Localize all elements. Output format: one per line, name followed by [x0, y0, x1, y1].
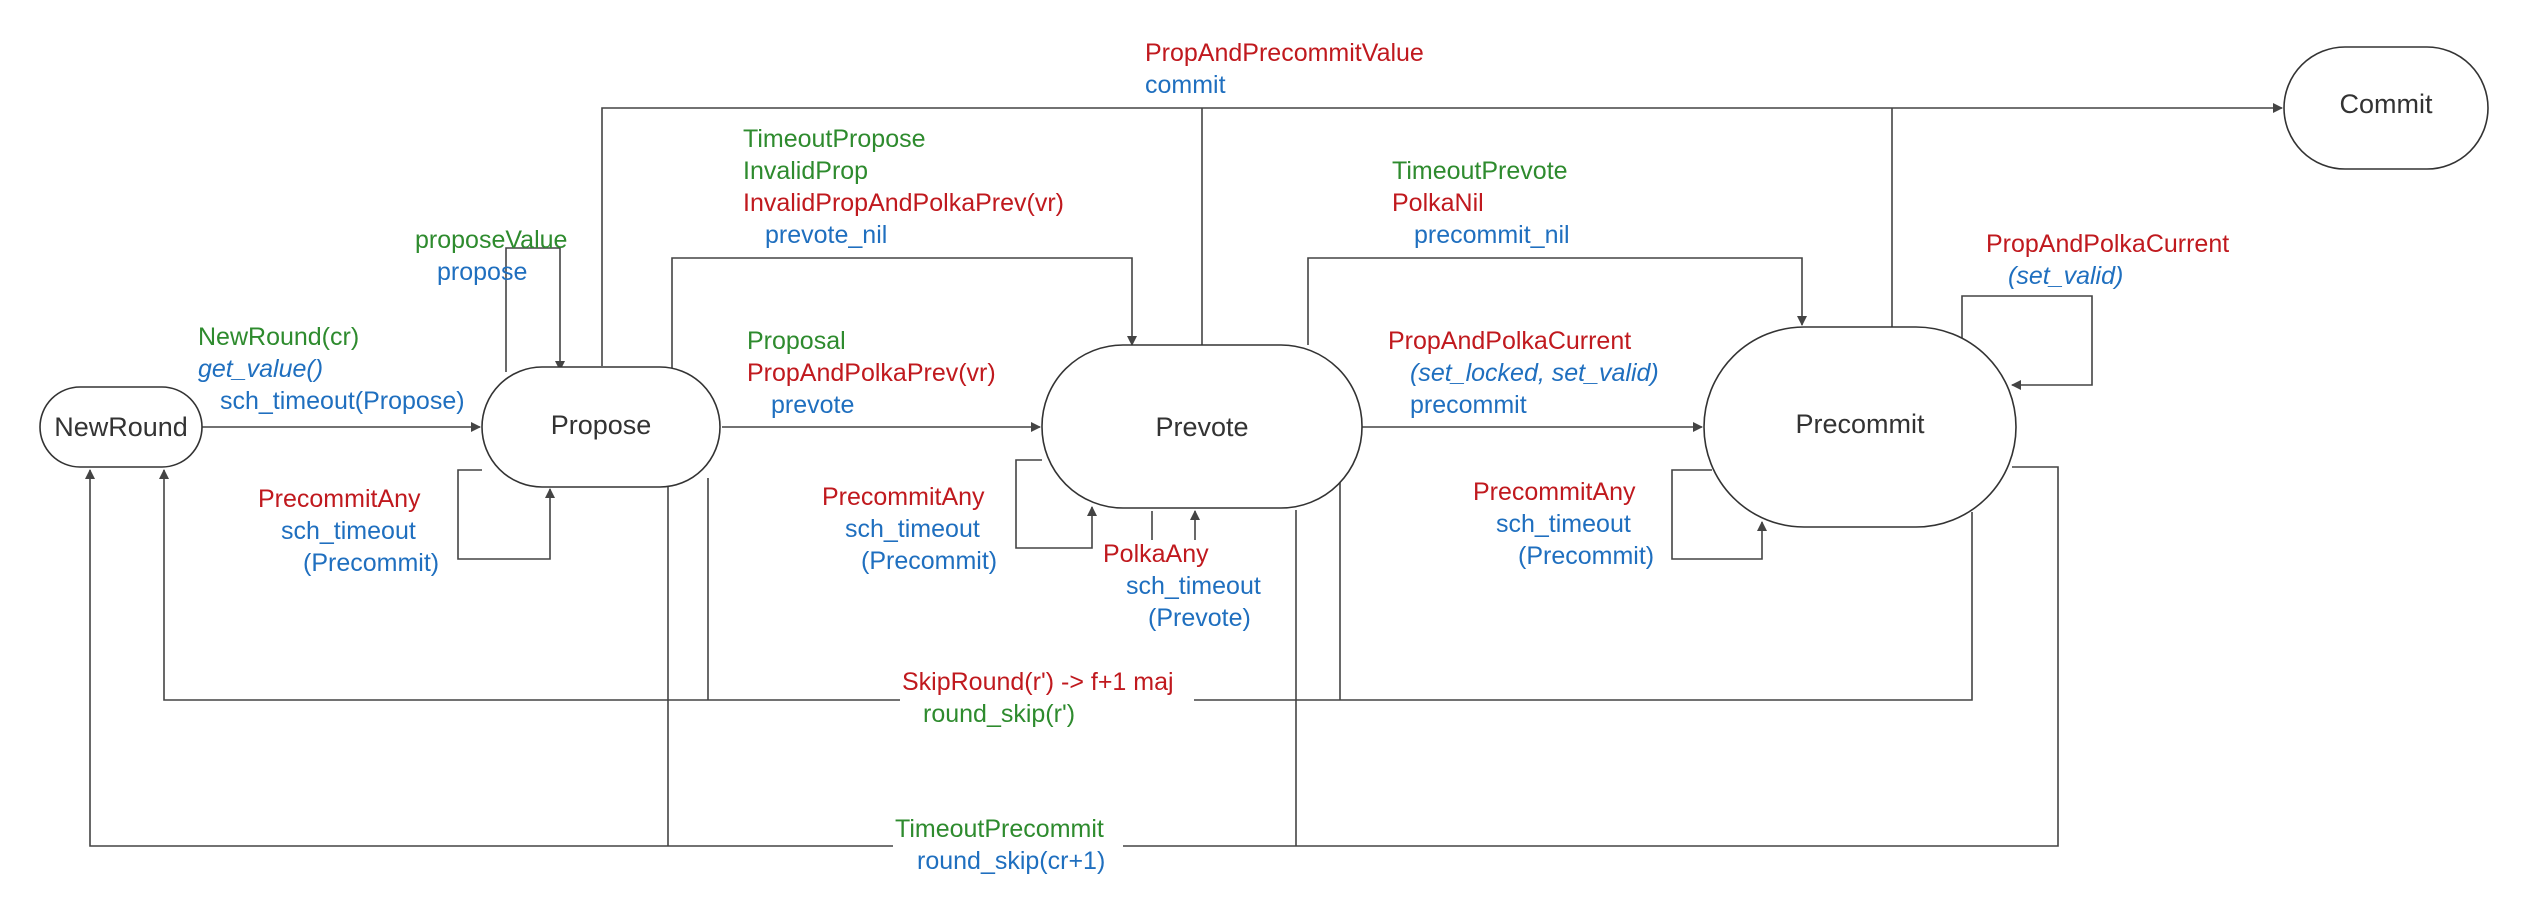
label-timeout-precommit-action: round_skip(cr+1) [917, 847, 1105, 875]
label-newround-action2: sch_timeout(Propose) [220, 387, 465, 415]
label-prop-polka-current-action2: precommit [1410, 391, 1527, 419]
label-commit-event: PropAndPrecommitValue [1145, 39, 1424, 67]
label-timeout-precommit-backdrop [893, 812, 1123, 878]
label-precommit-precommit-any-action2: (Precommit) [1518, 542, 1654, 570]
label-propose-precommit-any-action2: (Precommit) [303, 549, 439, 577]
label-prevote-precommit-any-event: PrecommitAny [822, 483, 985, 511]
label-precommit-self-event: PropAndPolkaCurrent [1986, 230, 2229, 258]
edge-precommit-self-prop-polka [1961, 295, 2093, 390]
label-polka-any-event: PolkaAny [1103, 540, 1209, 568]
edge-propose-self-propose-value [505, 247, 565, 372]
state-precommit: Precommit [1703, 326, 2017, 528]
label-skip-round-event: SkipRound(r') -> f+1 maj [902, 668, 1174, 696]
label-propose-precommit-any-event: PrecommitAny [258, 485, 421, 513]
label-timeout-prevote-event1: TimeoutPrevote [1392, 157, 1568, 185]
state-propose-label: Propose [551, 410, 652, 440]
state-precommit-label: Precommit [1795, 409, 1925, 439]
label-propose-precommit-any-action1: sch_timeout [281, 517, 416, 545]
label-proposal-action: prevote [771, 391, 854, 419]
label-precommit-self-action: (set_valid) [2008, 262, 2123, 290]
state-propose: Propose [481, 366, 721, 488]
state-prevote: Prevote [1041, 344, 1363, 509]
label-polka-any-action1: sch_timeout [1126, 572, 1261, 600]
state-commit-label: Commit [2340, 89, 2433, 119]
label-skip-round-backdrop [900, 664, 1194, 730]
label-prop-polka-current-action1: (set_locked, set_valid) [1410, 359, 1659, 387]
label-proposal-event1: Proposal [747, 327, 846, 355]
label-propose-value-action: propose [437, 258, 527, 286]
label-timeout-propose-event3: InvalidPropAndPolkaPrev(vr) [743, 189, 1064, 217]
label-skip-round-action: round_skip(r') [923, 700, 1075, 728]
edge-prevote-self-precommit-any [1015, 459, 1097, 549]
label-newround-action1: get_value() [198, 355, 323, 383]
label-proposal-event2: PropAndPolkaPrev(vr) [747, 359, 996, 387]
state-newround: NewRound [39, 386, 203, 468]
label-prevote-precommit-any-action2: (Precommit) [861, 547, 997, 575]
edge-propose-self-precommit-any [457, 469, 555, 560]
edge-to-commit [601, 103, 2283, 366]
label-polka-any-action2: (Prevote) [1148, 604, 1251, 632]
edge-timeout-precommit [85, 466, 2059, 847]
labels: NewRound(cr) get_value() sch_timeout(Pro… [198, 39, 2229, 878]
label-prevote-precommit-any-action1: sch_timeout [845, 515, 980, 543]
label-timeout-prevote-action: precommit_nil [1414, 221, 1570, 249]
edge-prevote-self-polka-any [1151, 511, 1195, 540]
label-newround-event: NewRound(cr) [198, 323, 359, 351]
label-timeout-propose-action: prevote_nil [765, 221, 887, 249]
edge-prevote-timeout-to-precommit [1307, 257, 1807, 345]
label-timeout-propose-event1: TimeoutPropose [743, 125, 926, 153]
edge-propose-timeout-to-prevote [671, 257, 1137, 372]
label-timeout-propose-event2: InvalidProp [743, 157, 868, 185]
edge-precommit-self-precommit-any [1671, 469, 1767, 560]
state-commit: Commit [2283, 46, 2489, 170]
label-commit-action: commit [1145, 71, 1226, 99]
state-prevote-label: Prevote [1155, 412, 1248, 442]
state-newround-label: NewRound [54, 412, 188, 442]
label-timeout-prevote-event2: PolkaNil [1392, 189, 1484, 217]
label-propose-value-event: proposeValue [415, 226, 567, 254]
label-timeout-precommit-event: TimeoutPrecommit [895, 815, 1104, 843]
label-precommit-precommit-any-event: PrecommitAny [1473, 478, 1636, 506]
edges [85, 103, 2283, 847]
label-prop-polka-current-event: PropAndPolkaCurrent [1388, 327, 1631, 355]
label-precommit-precommit-any-action1: sch_timeout [1496, 510, 1631, 538]
